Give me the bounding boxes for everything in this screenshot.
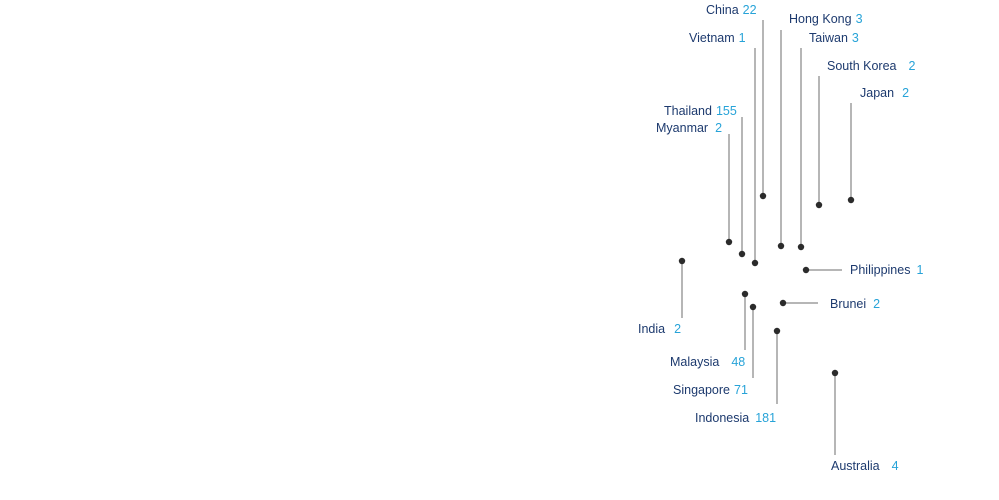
label-brunei-count: 2 bbox=[873, 297, 881, 311]
leader-lines bbox=[681, 20, 852, 455]
location-dot-brunei bbox=[779, 299, 787, 307]
label-singapore-name: Singapore bbox=[673, 383, 730, 397]
label-vietnam-name: Vietnam bbox=[689, 31, 735, 45]
label-india: India 2 bbox=[638, 322, 681, 336]
label-vietnam-count: 1 bbox=[738, 31, 746, 45]
label-thailand-count: 155 bbox=[715, 104, 737, 118]
label-australia: Australia 4 bbox=[831, 459, 899, 473]
location-dot-philippines bbox=[802, 266, 810, 274]
label-hong-kong-name: Hong Kong bbox=[789, 12, 852, 26]
label-malaysia-count: 48 bbox=[731, 355, 746, 369]
label-philippines-count: 1 bbox=[916, 263, 924, 277]
label-brunei-name: Brunei bbox=[830, 297, 867, 311]
label-myanmar-count: 2 bbox=[715, 121, 723, 135]
location-dot-south-korea bbox=[815, 201, 823, 209]
label-myanmar: Myanmar 2 bbox=[656, 121, 722, 135]
label-south-korea-name: South Korea bbox=[827, 59, 897, 73]
label-india-count: 2 bbox=[674, 322, 682, 336]
location-dots bbox=[678, 192, 855, 377]
location-dot-hong-kong bbox=[777, 242, 785, 250]
label-thailand-name: Thailand bbox=[664, 104, 712, 118]
label-brunei: Brunei 2 bbox=[830, 297, 880, 311]
label-south-korea: South Korea 2 bbox=[827, 59, 915, 73]
label-malaysia-name: Malaysia bbox=[670, 355, 720, 369]
location-dot-australia bbox=[831, 369, 839, 377]
location-dot-indonesia bbox=[773, 327, 781, 335]
label-indonesia-name: Indonesia bbox=[695, 411, 750, 425]
location-dot-india bbox=[678, 257, 686, 265]
label-taiwan-count: 3 bbox=[851, 31, 859, 45]
label-indonesia-count: 181 bbox=[755, 411, 777, 425]
label-myanmar-name: Myanmar bbox=[656, 121, 709, 135]
location-dot-china bbox=[759, 192, 767, 200]
label-japan-count: 2 bbox=[902, 86, 910, 100]
label-taiwan-name: Taiwan bbox=[809, 31, 848, 45]
location-dot-singapore bbox=[749, 303, 757, 311]
location-dot-malaysia bbox=[741, 290, 749, 298]
location-dot-japan bbox=[847, 196, 855, 204]
label-australia-name: Australia bbox=[831, 459, 880, 473]
label-singapore-count: 71 bbox=[734, 383, 748, 397]
label-philippines: Philippines 1 bbox=[850, 263, 923, 277]
label-china-count: 22 bbox=[742, 3, 757, 17]
label-philippines-name: Philippines bbox=[850, 263, 911, 277]
label-india-name: India bbox=[638, 322, 666, 336]
location-dot-myanmar bbox=[725, 238, 733, 246]
location-dot-taiwan bbox=[797, 243, 805, 251]
label-south-korea-count: 2 bbox=[908, 59, 916, 73]
label-china-name: China bbox=[706, 3, 739, 17]
label-japan: Japan 2 bbox=[860, 86, 909, 100]
location-dot-thailand bbox=[738, 250, 746, 258]
label-hong-kong-count: 3 bbox=[855, 12, 863, 26]
label-japan-name: Japan bbox=[860, 86, 895, 100]
label-malaysia: Malaysia 48 bbox=[670, 355, 745, 369]
label-australia-count: 4 bbox=[891, 459, 899, 473]
label-singapore: Singapore 71 bbox=[673, 383, 748, 397]
location-dot-vietnam bbox=[751, 259, 759, 267]
label-indonesia: Indonesia 181 bbox=[695, 411, 776, 425]
